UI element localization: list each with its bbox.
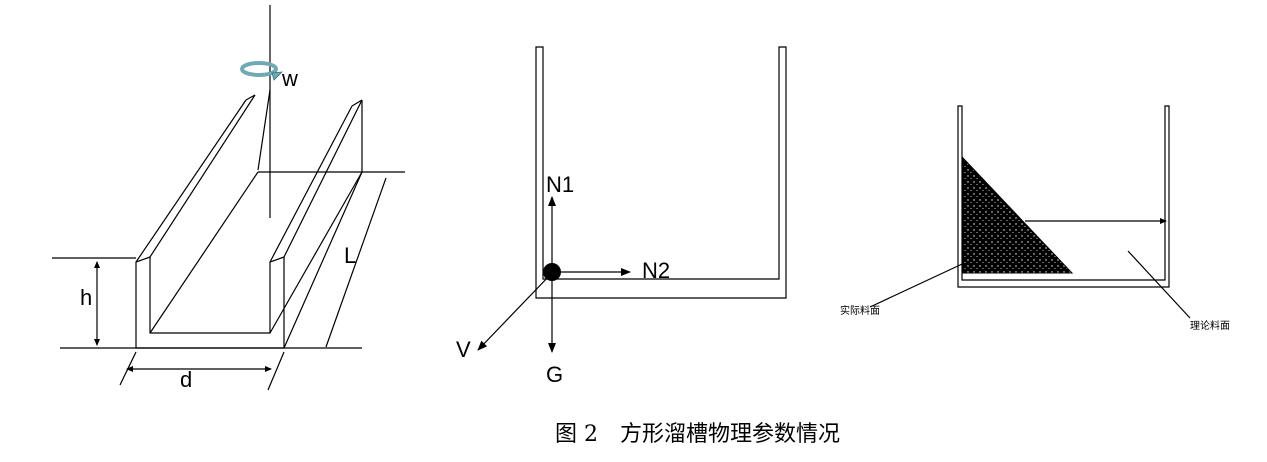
material-pile: [962, 156, 1074, 274]
width-label: d: [180, 367, 192, 392]
height-label: h: [80, 285, 92, 310]
chute-perspective-drawing: [52, 5, 405, 391]
rotation-arrow-icon: [240, 61, 284, 81]
length-dimension-line: [325, 177, 387, 348]
material-surface-diagram: [869, 105, 1191, 319]
v-label: V: [456, 337, 471, 362]
figure-caption: 图 2 方形溜槽物理参数情况: [555, 422, 840, 447]
velocity-vector: [477, 272, 553, 351]
chute-front-profile: [135, 256, 285, 349]
rotation-label: w: [281, 66, 298, 91]
chute-cross-section: [535, 46, 787, 299]
force-diagram: [477, 46, 787, 353]
actual-label-leader: [869, 257, 976, 308]
n2-label: N2: [642, 258, 670, 283]
g-label: G: [546, 362, 563, 387]
actual-surface-label: 实际料面: [840, 304, 880, 317]
particle: [543, 263, 561, 281]
theoretical-surface-label: 理论料面: [1190, 319, 1230, 332]
n1-label: N1: [546, 172, 574, 197]
chute-cross-section-2: [957, 105, 1170, 288]
theoretical-label-leader: [1127, 250, 1191, 319]
length-label: L: [344, 243, 356, 268]
